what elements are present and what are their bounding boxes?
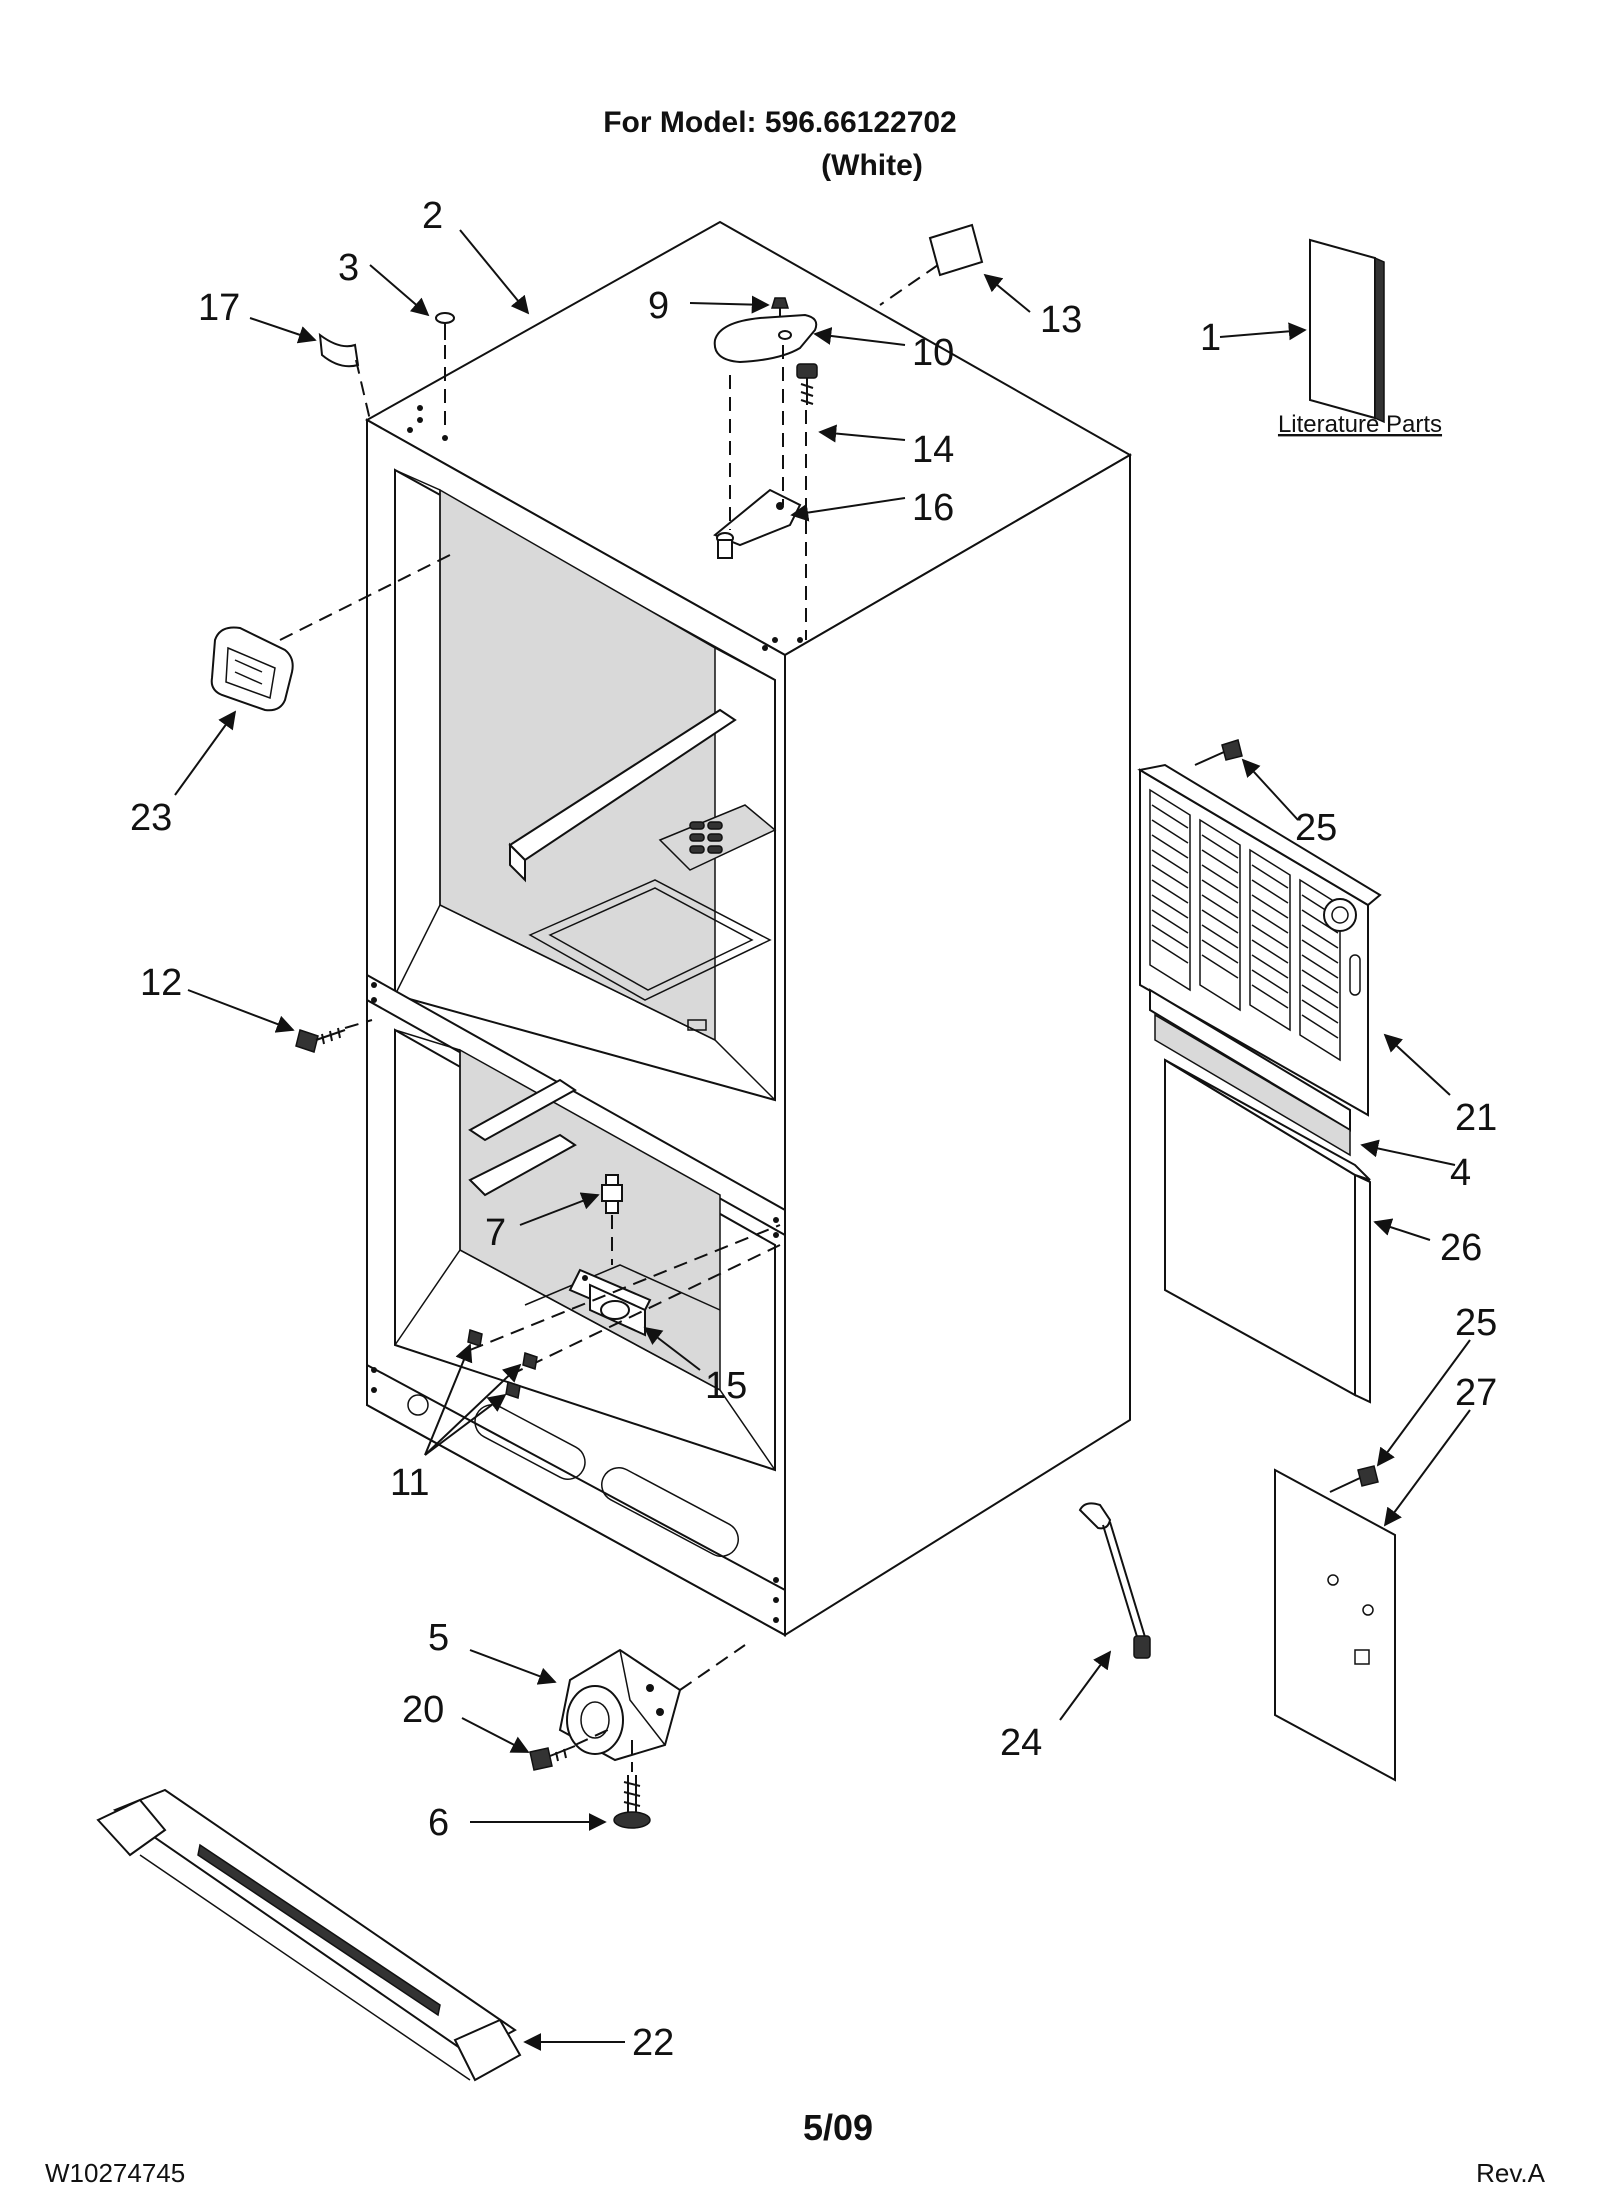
callout-20: 20 bbox=[402, 1689, 444, 1731]
hinge-pin-7 bbox=[601, 1174, 623, 1214]
callout-2: 2 bbox=[422, 195, 443, 237]
callout-1: 1 bbox=[1200, 317, 1221, 359]
hinge-screw-14 bbox=[796, 363, 818, 405]
bolt-20 bbox=[529, 1745, 576, 1771]
kick-panel-ovals bbox=[407, 1394, 739, 1557]
callout-21: 21 bbox=[1455, 1097, 1497, 1139]
refrigerator-cabinet bbox=[364, 220, 1133, 1637]
callout-6: 6 bbox=[428, 1802, 449, 1844]
screw-25-upper bbox=[1194, 739, 1243, 766]
callout-25-upper: 25 bbox=[1295, 807, 1337, 849]
vent-slots bbox=[689, 821, 723, 854]
screw-12 bbox=[295, 1027, 346, 1053]
insulation-panel bbox=[1164, 1058, 1371, 1404]
revision-date: 5/09 bbox=[803, 2107, 873, 2148]
revision-code: Rev.A bbox=[1476, 2158, 1546, 2188]
model-color: (White) bbox=[821, 149, 923, 182]
doc-number: W10274745 bbox=[45, 2158, 185, 2188]
callout-15: 15 bbox=[705, 1365, 747, 1407]
foam-tape bbox=[318, 332, 360, 368]
callout-10: 10 bbox=[912, 332, 954, 374]
callout-26: 26 bbox=[1440, 1227, 1482, 1269]
callout-17: 17 bbox=[198, 287, 240, 329]
literature-booklet bbox=[1309, 238, 1385, 424]
frame-holes bbox=[371, 982, 779, 1623]
roller-assembly bbox=[558, 1648, 682, 1762]
callout-4: 4 bbox=[1450, 1152, 1471, 1194]
callout-23: 23 bbox=[130, 797, 172, 839]
callout-9: 9 bbox=[648, 285, 669, 327]
control-housing bbox=[210, 626, 294, 712]
callout-25-lower: 25 bbox=[1455, 1302, 1497, 1344]
screw-25-lower bbox=[1329, 1465, 1379, 1493]
callout-22: 22 bbox=[632, 2022, 674, 2064]
rear-grille bbox=[1137, 763, 1382, 1117]
callout-11: 11 bbox=[390, 1462, 429, 1504]
callout-24: 24 bbox=[1000, 1722, 1042, 1764]
model-title: For Model: 596.66122702 bbox=[603, 106, 957, 139]
seal-strip bbox=[1154, 1013, 1351, 1157]
callout-7: 7 bbox=[485, 1212, 506, 1254]
callout-12: 12 bbox=[140, 962, 182, 1004]
model-label-sticker bbox=[928, 223, 984, 277]
callout-27: 27 bbox=[1455, 1372, 1497, 1414]
screw-9 bbox=[770, 297, 790, 320]
top-face-holes bbox=[407, 405, 803, 651]
wire-harness bbox=[1078, 1502, 1151, 1659]
leader-lines bbox=[174, 229, 1471, 2051]
callout-16: 16 bbox=[912, 487, 954, 529]
callout-13: 13 bbox=[1040, 299, 1082, 341]
access-cover bbox=[1274, 1468, 1396, 1782]
screws-11 bbox=[467, 1329, 538, 1399]
callout-5: 5 bbox=[428, 1617, 449, 1659]
callout-14: 14 bbox=[912, 429, 954, 471]
literature-parts-label: Literature Parts bbox=[1278, 411, 1442, 438]
grille-louvers bbox=[1151, 804, 1339, 1039]
toe-grille bbox=[96, 1788, 522, 2082]
callout-3: 3 bbox=[338, 247, 359, 289]
screw-3 bbox=[435, 312, 455, 340]
leveling-leg bbox=[613, 1775, 651, 1829]
